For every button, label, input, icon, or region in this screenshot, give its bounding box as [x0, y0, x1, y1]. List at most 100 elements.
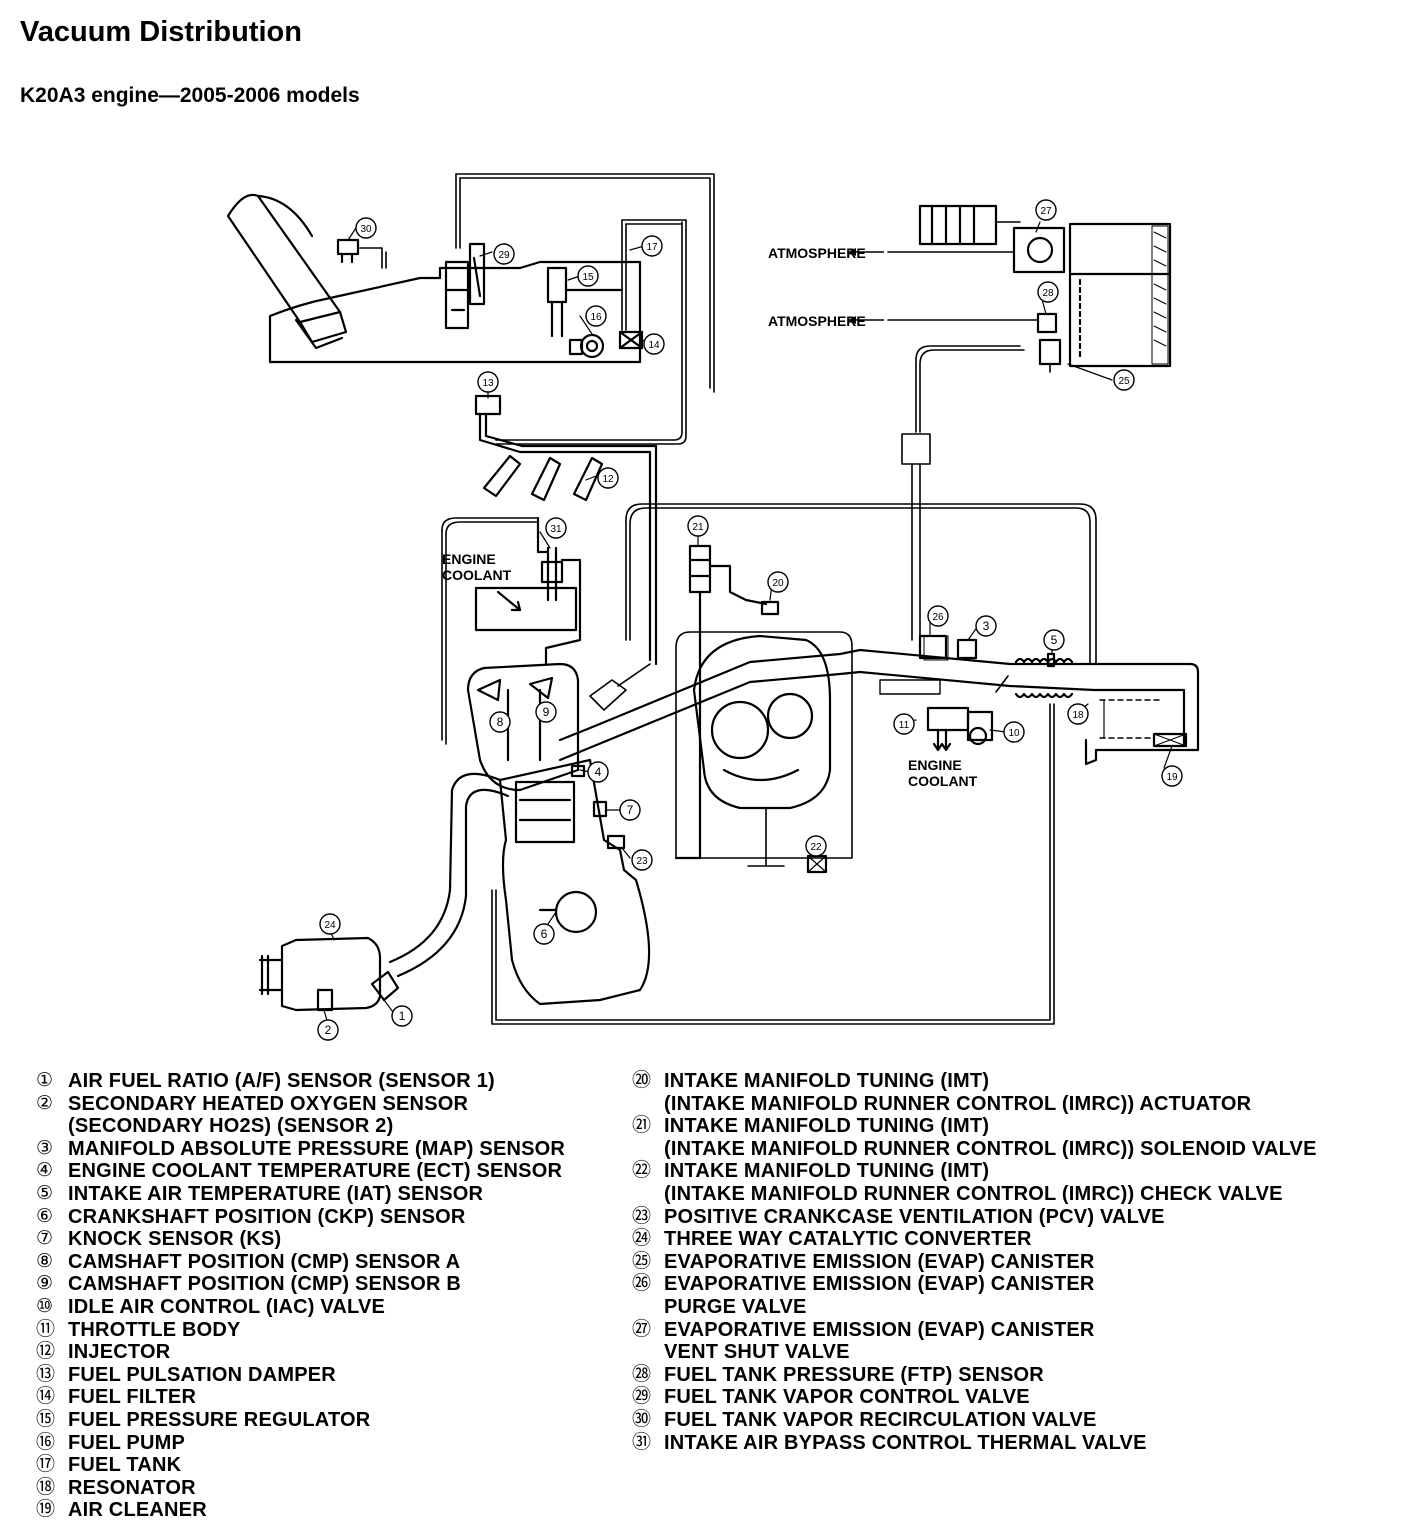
legend-number: ① [36, 1070, 54, 1091]
legend-line: (SECONDARY HO2S) (SENSOR 2) [68, 1115, 394, 1138]
legend-text: SECONDARY HEATED OXYGEN SENSOR(SECONDARY… [68, 1093, 468, 1138]
evap-canister [1068, 222, 1172, 368]
knock-sensor [592, 800, 608, 818]
legend-line: FUEL TANK VAPOR RECIRCULATION VALVE [664, 1408, 1097, 1431]
legend-line: EVAPORATIVE EMISSION (EVAP) CANISTER [664, 1250, 1095, 1273]
legend-text: CRANKSHAFT POSITION (CKP) SENSOR [68, 1206, 466, 1229]
callout-number: 31 [550, 524, 562, 535]
fuel-pressure-regulator [546, 266, 624, 338]
legend-line: RESONATOR [68, 1476, 196, 1499]
legend-text: POSITIVE CRANKCASE VENTILATION (PCV) VAL… [664, 1206, 1165, 1229]
callout-number: 12 [602, 474, 614, 485]
legend-text: INTAKE MANIFOLD TUNING (IMT)(INTAKE MANI… [664, 1160, 1283, 1205]
legend-item: ① AIR FUEL RATIO (A/F) SENSOR (SENSOR 1) [36, 1070, 565, 1093]
callout-2: 2 [317, 1019, 339, 1041]
legend-line: ENGINE COOLANT TEMPERATURE (ECT) SENSOR [68, 1160, 563, 1183]
callout-5: 5 [1043, 629, 1065, 651]
evap-purge-valve [923, 635, 949, 661]
catalytic-converter [258, 936, 400, 1012]
legend-number: ⑮ [36, 1408, 56, 1430]
legend-item: ⑱ RESONATOR [36, 1477, 565, 1500]
legend-text: INTAKE MANIFOLD TUNING (IMT)(INTAKE MANI… [664, 1070, 1251, 1115]
legend-line: AIR CLEANER [68, 1499, 207, 1522]
legend-text: FUEL PUMP [68, 1432, 185, 1455]
engine-coolant-label-1a: ENGINE [442, 551, 496, 567]
callout-number: 2 [325, 1023, 332, 1037]
legend-number: ⑦ [36, 1228, 54, 1250]
legend-item: ⑥ CRANKSHAFT POSITION (CKP) SENSOR [36, 1206, 565, 1229]
legend-number: ⑬ [36, 1363, 56, 1385]
callout-number: 13 [482, 378, 494, 389]
fuel-pump [568, 333, 605, 359]
legend-number: ⑫ [36, 1341, 56, 1363]
legend-number: ⑨ [36, 1273, 54, 1295]
fuel-tank-vapor-control-valve [444, 242, 486, 330]
legend-text: AIR CLEANER [68, 1499, 207, 1522]
legend-text: FUEL PULSATION DAMPER [68, 1364, 336, 1387]
callout-29: 29 [493, 243, 515, 265]
legend-number: ⑱ [36, 1476, 56, 1498]
vacuum-hose-loop [441, 503, 1097, 1025]
callout-markers: 1234567891011121314151617181920212223242… [317, 199, 1183, 1041]
legend-line: INTAKE MANIFOLD TUNING (IMT) [664, 1160, 990, 1183]
legend-text: MANIFOLD ABSOLUTE PRESSURE (MAP) SENSOR [68, 1138, 565, 1161]
callout-6: 6 [533, 923, 555, 945]
fuel-vapor-lines [359, 173, 715, 445]
fuel-filter [618, 330, 644, 350]
callout-number: 27 [1040, 206, 1052, 217]
exhaust-pipe [388, 772, 510, 978]
air-cleaner [1084, 662, 1200, 766]
pcv-valve [606, 834, 626, 850]
legend-line: SECONDARY HEATED OXYGEN SENSOR [68, 1092, 469, 1115]
vacuum-distribution-diagram: 1234567891011121314151617181920212223242… [226, 173, 1200, 1041]
callout-number: 8 [497, 715, 504, 729]
legend-number: ⑥ [36, 1205, 54, 1227]
legend-line: IDLE AIR CONTROL (IAC) VALVE [68, 1295, 386, 1318]
legend-line: EVAPORATIVE EMISSION (EVAP) CANISTER [664, 1318, 1095, 1341]
callout-9: 9 [535, 701, 557, 723]
callout-26: 26 [927, 605, 949, 627]
legend-number: ㉖ [632, 1273, 652, 1295]
legend-number: ㉔ [632, 1228, 652, 1250]
callout-number: 19 [1166, 772, 1178, 783]
callout-number: 24 [324, 920, 336, 931]
callout-number: 15 [582, 272, 594, 283]
engine-head [466, 662, 580, 792]
legend-number: ㉚ [632, 1408, 652, 1430]
legend-line: FUEL FILTER [68, 1386, 197, 1409]
legend-line: FUEL TANK VAPOR CONTROL VALVE [664, 1386, 1030, 1409]
callout-number: 25 [1118, 376, 1130, 387]
legend-text: THREE WAY CATALYTIC CONVERTER [664, 1228, 1032, 1251]
callout-12: 12 [597, 467, 619, 489]
cmp-sensor-leads [589, 663, 651, 711]
legend-line: EVAPORATIVE EMISSION (EVAP) CANISTER [664, 1273, 1095, 1296]
injectors [482, 454, 604, 502]
legend-number: ⑧ [36, 1250, 54, 1272]
leader-lines [323, 221, 1173, 1025]
legend-text: FUEL TANK [68, 1454, 181, 1477]
callout-21: 21 [687, 515, 709, 537]
legend-text: FUEL TANK PRESSURE (FTP) SENSOR [664, 1364, 1044, 1387]
legend-number: ㉓ [632, 1205, 652, 1227]
legend-text: FUEL PRESSURE REGULATOR [68, 1409, 370, 1432]
legend-text: AIR FUEL RATIO (A/F) SENSOR (SENSOR 1) [68, 1070, 495, 1093]
callout-30: 30 [355, 217, 377, 239]
engine-coolant-label-2a: ENGINE [908, 757, 962, 773]
legend-line: KNOCK SENSOR (KS) [68, 1228, 282, 1251]
callout-number: 23 [636, 856, 648, 867]
legend-line: (INTAKE MANIFOLD RUNNER CONTROL (IMRC)) … [664, 1137, 1317, 1160]
legend-line: FUEL PRESSURE REGULATOR [68, 1408, 371, 1431]
callout-24: 24 [319, 913, 341, 935]
legend-text: INTAKE AIR BYPASS CONTROL THERMAL VALVE [664, 1432, 1147, 1455]
